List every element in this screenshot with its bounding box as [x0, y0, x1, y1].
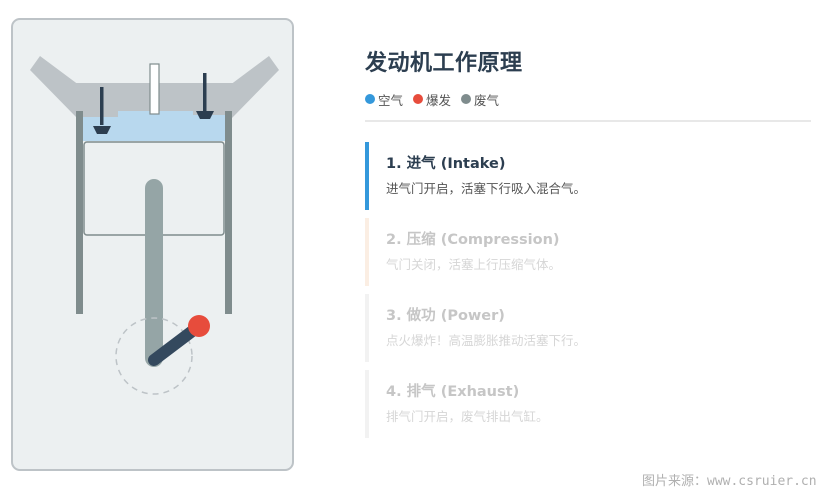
exhaust-valve: [196, 73, 214, 119]
step-title: 2. 压缩 (Compression): [386, 232, 560, 248]
legend: 空气 爆发 废气: [365, 90, 811, 108]
step-compression[interactable]: 2. 压缩 (Compression) 气门关闭，活塞上行压缩气体。: [365, 218, 811, 286]
legend-item-explosion: 爆发: [413, 90, 451, 109]
step-power[interactable]: 3. 做功 (Power) 点火爆炸！高温膨胀推动活塞下行。: [365, 294, 811, 362]
legend-label: 爆发: [426, 92, 452, 108]
legend-dot-icon: [365, 94, 375, 104]
step-title: 3. 做功 (Power): [386, 308, 505, 324]
step-description: 点火爆炸！高温膨胀推动活塞下行。: [386, 333, 587, 348]
engine-diagram: [30, 56, 279, 395]
step-description: 排气门开启，废气排出气缸。: [386, 409, 549, 424]
step-title: 1. 进气 (Intake): [386, 156, 506, 172]
legend-dot-icon: [461, 94, 472, 104]
engine-diagram-panel: [11, 18, 294, 471]
legend-label: 空气: [378, 92, 404, 108]
cylinder-wall-right: [225, 111, 232, 314]
step-exhaust[interactable]: 4. 排气 (Exhaust) 排气门开启，废气排出气缸。: [365, 370, 811, 438]
cylinder-wall-left: [76, 111, 83, 314]
page-title: 发动机工作原理: [365, 51, 523, 76]
step-description: 进气门开启，活塞下行吸入混合气。: [386, 181, 587, 196]
step-description: 气门关闭，活塞上行压缩气体。: [386, 257, 562, 272]
intake-valve: [93, 87, 111, 134]
legend-dot-icon: [413, 94, 424, 104]
spark-plug: [149, 63, 160, 115]
step-intake[interactable]: 1. 进气 (Intake) 进气门开启，活塞下行吸入混合气。: [365, 142, 811, 210]
legend-item-air: 空气: [365, 90, 403, 109]
step-title: 4. 排气 (Exhaust): [386, 384, 520, 400]
divider: [365, 120, 811, 122]
crank-path: [115, 317, 193, 395]
step-list: 1. 进气 (Intake) 进气门开启，活塞下行吸入混合气。 2. 压缩 (C…: [365, 142, 811, 438]
crank-pin: [188, 315, 210, 337]
image-source-credit: 图片来源：www.csruier.cn: [642, 474, 817, 489]
legend-item-exhaust: 废气: [461, 90, 499, 109]
legend-label: 废气: [474, 92, 500, 108]
info-panel: 发动机工作原理 空气 爆发 废气 1. 进气 (Intake) 进气门开启，活塞…: [365, 48, 811, 446]
